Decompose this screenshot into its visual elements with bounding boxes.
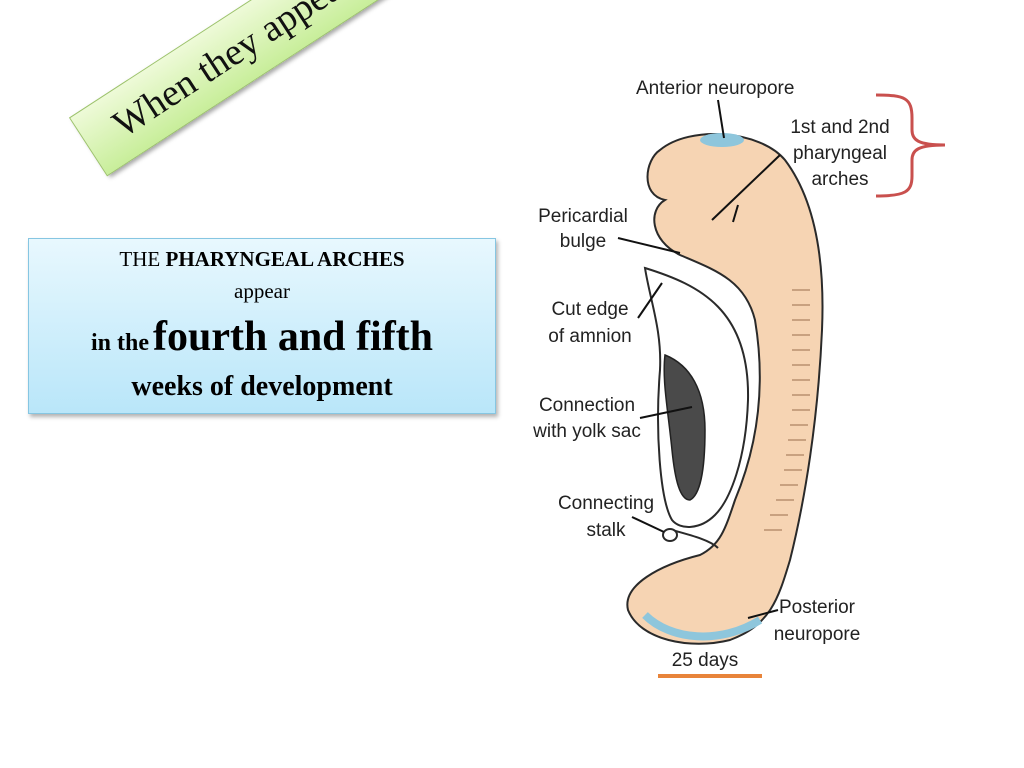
label-yolk-sac-1: Connection — [539, 395, 635, 416]
leader-lines — [617, 99, 781, 619]
posterior-neuropore-mark — [642, 612, 763, 641]
line3-prefix: in the — [90, 330, 149, 356]
info-line-4: weeks of development — [131, 371, 393, 402]
connecting-stalk-end — [662, 528, 678, 542]
line1-prefix: THE — [119, 247, 161, 271]
info-line-3: in the fourth and fifth — [29, 313, 495, 361]
info-box: THE PHARYNGEAL ARCHES appear in the four… — [28, 238, 496, 414]
label-arches-3: arches — [811, 169, 868, 190]
label-posterior-1: Posterior — [779, 597, 856, 618]
label-cut-edge-1: Cut edge — [551, 299, 628, 320]
arches-bracket — [875, 93, 946, 198]
info-line-1: THE PHARYNGEAL ARCHES — [29, 247, 495, 272]
label-age: 25 days — [672, 650, 739, 671]
label-posterior-2: neuropore — [774, 624, 861, 645]
label-arches-2: pharyngeal — [793, 143, 887, 164]
anterior-neuropore-mark — [700, 133, 744, 147]
info-line-2: appear — [234, 279, 290, 303]
connecting-stalk-shape — [671, 529, 719, 549]
label-pericardial-2: bulge — [560, 231, 607, 252]
line1-bold: PHARYNGEAL ARCHES — [165, 247, 405, 271]
label-stalk-1: Connecting — [558, 493, 654, 514]
label-pericardial-1: Pericardial — [538, 206, 628, 227]
label-arches-1: 1st and 2nd — [790, 117, 889, 138]
somite-marks — [764, 289, 810, 531]
label-stalk-2: stalk — [586, 520, 626, 541]
line3-emphasis: fourth and fifth — [152, 314, 434, 360]
embryo-body — [626, 133, 824, 645]
label-anterior-neuropore: Anterior neuropore — [636, 78, 794, 99]
label-cut-edge-2: of amnion — [548, 326, 631, 347]
label-yolk-sac-2: with yolk sac — [532, 421, 641, 442]
